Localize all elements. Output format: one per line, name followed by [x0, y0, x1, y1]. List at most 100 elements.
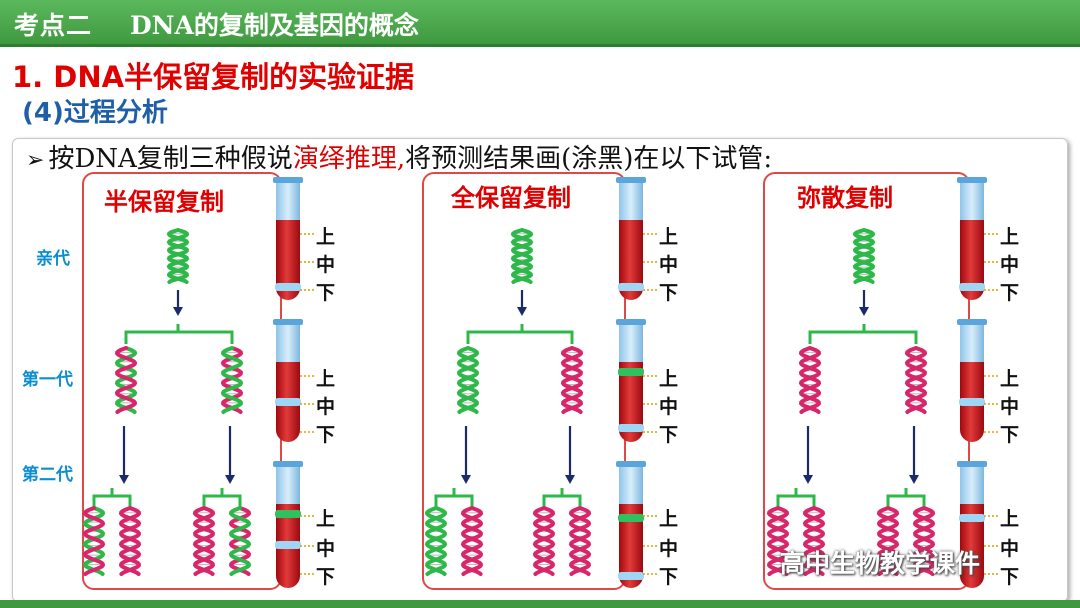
strand-b [192, 506, 216, 576]
instruction-text: ➢按DNA复制三种假说演绎推理,将预测结果画(涂黑)在以下试管: [26, 138, 772, 175]
arrow-head [461, 475, 471, 484]
centrifuge-tube [616, 461, 646, 588]
gen2-dna-helix [532, 506, 556, 576]
tube-gradient [276, 220, 300, 300]
tube-rim [273, 319, 303, 325]
strand-b [904, 346, 928, 414]
tube-rim [957, 177, 987, 183]
gen2-dna-helix [912, 506, 936, 576]
gen2-dna-helix [876, 506, 900, 576]
gen1-dna-helix-right [904, 346, 928, 414]
tube-rim [957, 461, 987, 467]
tube-zone-label: 上 [659, 508, 679, 530]
tube-gradient [619, 220, 643, 300]
parent-dna-helix [166, 228, 190, 284]
tube-zone-label: 上 [316, 226, 336, 248]
gen2-dna-helix [460, 506, 484, 576]
strand-b [568, 506, 592, 576]
tube-zone-label: 中 [659, 254, 679, 276]
tube-zone-label: 下 [1000, 282, 1020, 304]
strand-b [82, 506, 106, 576]
strand-b [228, 506, 252, 576]
density-band [275, 398, 301, 406]
wechat-icon [783, 548, 813, 578]
tube-zone-label: 上 [1000, 226, 1020, 248]
topic-label: 考点二 [14, 11, 93, 40]
tube-gradient [619, 504, 643, 588]
gen2-dna-helix [802, 506, 826, 576]
arrow-head [859, 307, 869, 316]
bullet-arrow-icon: ➢ [26, 148, 45, 173]
instruction-before: 按DNA复制三种假说 [48, 144, 293, 174]
arrow-head [173, 307, 183, 316]
density-band [275, 283, 301, 291]
strand-b [510, 228, 534, 284]
tube-zone-label: 下 [316, 282, 336, 304]
tube-zone-label: 下 [1000, 566, 1020, 588]
gen1-dna-helix-left [114, 346, 138, 414]
topic-title: DNA的复制及基因的概念 [130, 11, 419, 40]
centrifuge-tube [957, 177, 987, 300]
density-band [275, 510, 301, 518]
centrifuge-tube [273, 177, 303, 300]
centrifuge-tube [957, 319, 987, 442]
watermark-text: 高中生物教学课件 [780, 549, 981, 578]
density-band [959, 398, 985, 406]
gen2-dna-helix [118, 506, 142, 576]
tube-rim [957, 319, 987, 325]
strand-b [560, 346, 584, 414]
strand-b [802, 506, 826, 576]
tube-rim [616, 177, 646, 183]
strand-b [220, 346, 244, 414]
tube-zone-label: 上 [316, 368, 336, 390]
tube-zone-label: 上 [1000, 368, 1020, 390]
strand-b [912, 506, 936, 576]
generation-label-parent: 亲代 [36, 249, 70, 269]
gen1-dna-helix-left [798, 346, 822, 414]
generation-label-second: 第二代 [22, 465, 73, 485]
branch-bracket [124, 324, 234, 344]
panel-title-conservative: 全保留复制 [451, 184, 571, 212]
tube-zone-label: 下 [659, 282, 679, 304]
branch-bracket [92, 488, 132, 508]
tube-zone-label: 下 [659, 566, 679, 588]
arrow-head [909, 475, 919, 484]
arrow-head [225, 475, 235, 484]
strand-b [532, 506, 556, 576]
gen2-dna-helix [192, 506, 216, 576]
panel-title-dispersive: 弥散复制 [797, 184, 893, 212]
arrow-head [119, 475, 129, 484]
generation-label-first: 第一代 [22, 370, 73, 390]
parent-dna-helix [852, 228, 876, 284]
tube-rim [273, 177, 303, 183]
tube-zone-label: 下 [659, 424, 679, 446]
tube-zone-label: 中 [659, 538, 679, 560]
tube-zone-label: 上 [316, 508, 336, 530]
branch-bracket [776, 488, 816, 508]
strand-b [852, 228, 876, 284]
density-band [618, 368, 644, 376]
footer-bar [0, 600, 1080, 608]
branch-bracket [542, 488, 582, 508]
instruction-highlight: 演绎推理, [292, 144, 406, 174]
density-band [618, 572, 644, 580]
strand-b [798, 346, 822, 414]
centrifuge-tube [616, 319, 646, 442]
tube-zone-label: 中 [316, 538, 336, 560]
centrifuge-tube [273, 461, 303, 588]
strand-b [118, 506, 142, 576]
tube-gradient [960, 504, 984, 588]
tube-zone-label: 下 [1000, 424, 1020, 446]
title-bar: 考点二 DNA的复制及基因的概念 [0, 0, 1080, 47]
strand-b [114, 346, 138, 414]
density-band [618, 514, 644, 522]
gen2-dna-helix [568, 506, 592, 576]
density-band [275, 541, 301, 549]
tube-zone-label: 上 [659, 368, 679, 390]
arrow-head [565, 475, 575, 484]
gen1-dna-helix-right [220, 346, 244, 414]
tube-gradient [960, 220, 984, 300]
arrow-head [517, 307, 527, 316]
tube-zone-label: 中 [659, 396, 679, 418]
gen2-dna-helix [228, 506, 252, 576]
